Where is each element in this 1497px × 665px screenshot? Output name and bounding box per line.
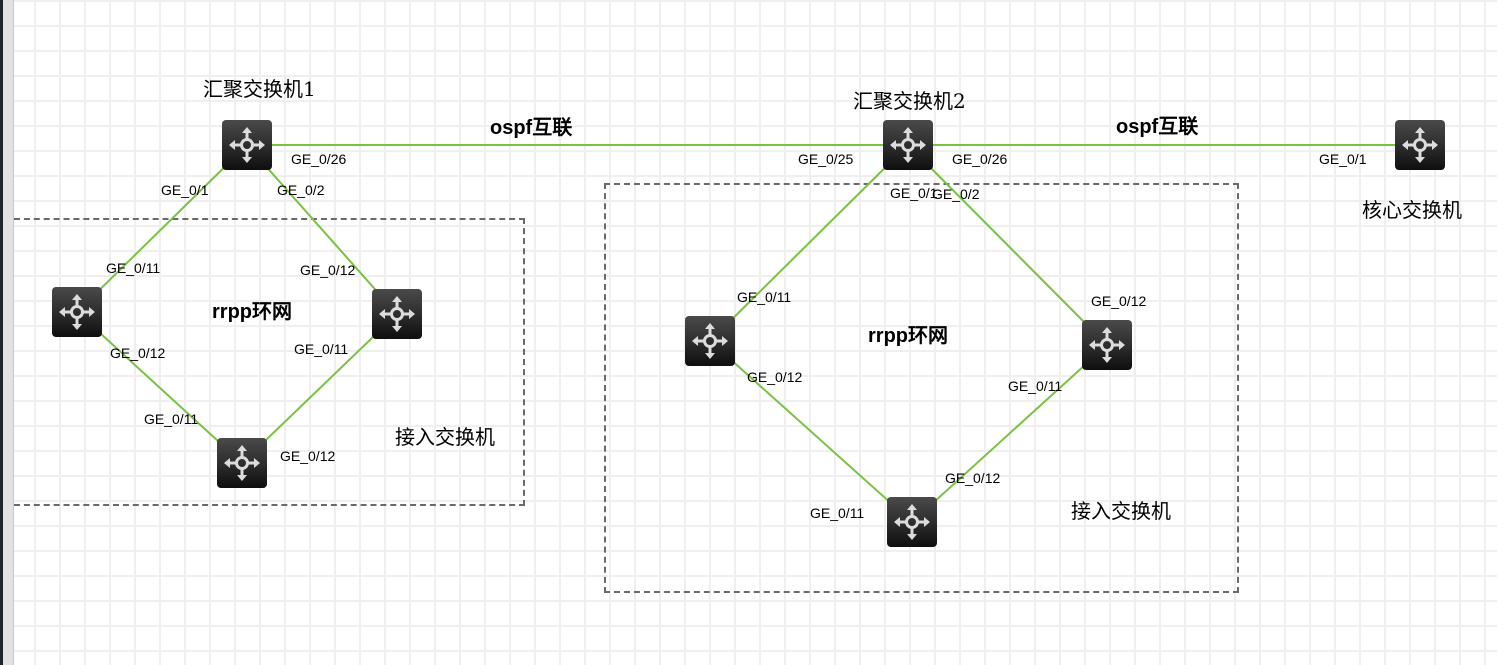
link-ring1-right-bottom[interactable] bbox=[241, 313, 398, 464]
link-agg1-ring1-left[interactable] bbox=[76, 144, 248, 313]
node-core[interactable] bbox=[1395, 120, 1445, 170]
node-ring2-bottom[interactable] bbox=[887, 497, 937, 547]
port-label: GE_0/1 bbox=[1319, 151, 1367, 167]
port-label: GE_0/26 bbox=[952, 151, 1008, 167]
port-label: GE_0/2 bbox=[932, 186, 980, 202]
port-label: GE_0/11 bbox=[106, 260, 161, 276]
node-agg2[interactable] bbox=[883, 120, 933, 170]
label-agg1: 汇聚交换机1 bbox=[203, 77, 316, 101]
link-ring2-left-bottom[interactable] bbox=[709, 340, 913, 523]
port-label: GE_0/12 bbox=[1091, 293, 1147, 309]
port-label: GE_0/12 bbox=[945, 470, 1001, 486]
access-group-box-2[interactable] bbox=[604, 183, 1239, 593]
label-core: 核心交换机 bbox=[1362, 198, 1462, 222]
port-label: GE_0/11 bbox=[737, 289, 792, 305]
port-label: GE_0/11 bbox=[144, 411, 199, 427]
label-ring-2: rrpp环网 bbox=[868, 325, 948, 347]
window-edge bbox=[0, 0, 3, 665]
node-ring1-left[interactable] bbox=[52, 287, 102, 337]
label-ring-1: rrpp环网 bbox=[212, 301, 292, 323]
diagram-canvas[interactable] bbox=[14, 0, 1497, 665]
port-label: GE_0/12 bbox=[280, 448, 336, 464]
label-access-group-2: 接入交换机 bbox=[1071, 499, 1171, 523]
port-label: GE_0/11 bbox=[294, 341, 349, 357]
port-label: GE_0/11 bbox=[1008, 378, 1063, 394]
label-agg2: 汇聚交换机2 bbox=[853, 89, 966, 113]
port-label: GE_0/25 bbox=[798, 151, 854, 167]
link-agg1-ring1-right[interactable] bbox=[246, 144, 398, 315]
port-label: GE_0/2 bbox=[277, 182, 325, 198]
port-label: GE_0/12 bbox=[747, 369, 803, 385]
label-access-group-1: 接入交换机 bbox=[395, 425, 495, 449]
link-ring2-right-bottom[interactable] bbox=[911, 344, 1108, 523]
port-label: GE_0/1 bbox=[890, 185, 938, 201]
port-label: GE_0/12 bbox=[110, 345, 166, 361]
link-agg2-ring2-left[interactable] bbox=[709, 144, 909, 342]
node-ring1-bottom[interactable] bbox=[217, 438, 267, 488]
node-agg1[interactable] bbox=[222, 120, 272, 170]
node-ring2-right[interactable] bbox=[1082, 320, 1132, 370]
node-ring2-left[interactable] bbox=[685, 316, 735, 366]
port-label: GE_0/12 bbox=[300, 262, 356, 278]
link-agg2-ring2-right[interactable] bbox=[907, 144, 1108, 346]
port-label: GE_0/26 bbox=[291, 151, 347, 167]
label-link-ospf-2: ospf互联 bbox=[1116, 116, 1199, 138]
node-ring1-right[interactable] bbox=[372, 289, 422, 339]
link-ring1-left-bottom[interactable] bbox=[76, 311, 243, 464]
label-link-ospf-1: ospf互联 bbox=[490, 117, 573, 139]
port-label: GE_0/1 bbox=[161, 182, 209, 198]
access-group-box-1[interactable] bbox=[14, 218, 525, 506]
side-panel-strip bbox=[3, 0, 14, 665]
port-label: GE_0/11 bbox=[810, 505, 865, 521]
